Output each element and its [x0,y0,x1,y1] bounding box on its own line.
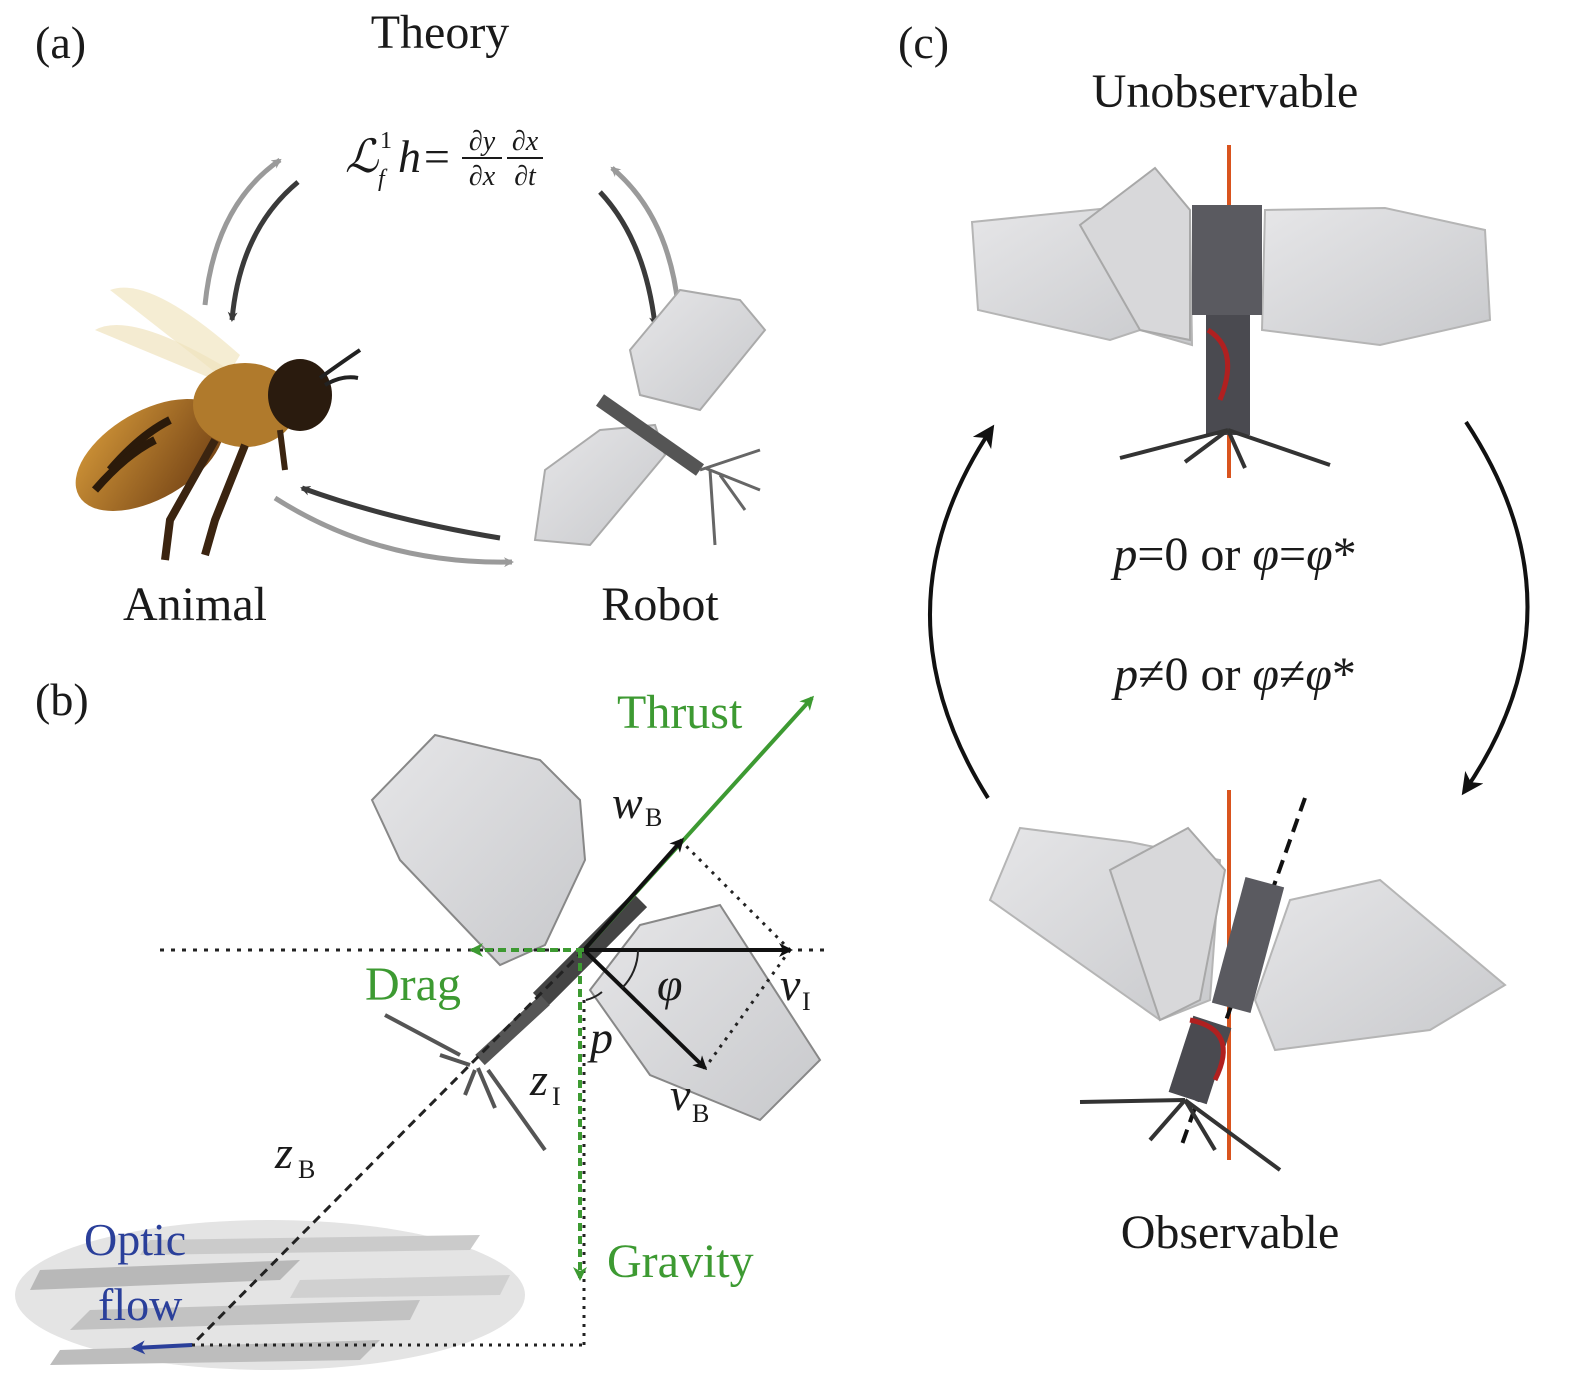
bee-image [75,287,362,561]
p-symbol: p [587,1012,613,1063]
unobservable-label: Unobservable [1092,65,1359,118]
ground-texture [15,1220,525,1370]
optic-flow-vector [131,1340,193,1355]
fraction2-denominator: ∂t [514,161,537,192]
fraction1-denominator: ∂x [469,161,496,192]
optic-label: Optic [84,1214,186,1265]
cycle-arrows [202,157,681,568]
robot-label: Robot [601,578,719,631]
zi-subscript: I [552,1082,561,1111]
gravity-label: Gravity [607,1235,754,1288]
wb-vector [582,837,684,952]
theory-label: Theory [371,6,510,59]
condition-observable: p≠0 or φ≠φ* [1111,648,1356,701]
robot-observable-image [988,790,1507,1172]
zb-symbol: z [274,1127,293,1178]
wb-symbol: w [612,777,643,828]
robot-to-theory-arrow [610,166,681,306]
vb-projection [703,949,792,1069]
robot-unobservable-image [970,145,1492,478]
observability-equation: ℒ f 1 h= ∂y ∂x ∂x ∂t [345,126,543,192]
phi-angle-arc [621,949,639,989]
lie-superscript: 1 [380,128,392,154]
wb-subscript: B [645,803,662,832]
drag-label: Drag [365,958,461,1011]
p-angle-arc [585,991,603,1001]
condition-unobservable: p=0 or φ=φ* [1110,528,1356,581]
thrust-label: Thrust [617,686,743,739]
lie-symbol: ℒ [345,131,379,182]
robot-image [533,288,767,547]
panel-b: (b) [15,674,825,1370]
panel-a-label: (a) [35,17,86,68]
panel-a: (a) Theory ℒ f 1 h= ∂y ∂x ∂x ∂t [35,6,767,631]
robot-body-diagram [370,733,822,1152]
robot-to-animal-arrow [300,485,501,541]
theory-to-animal-arrow [227,180,300,322]
to-observable-arrow [1461,420,1530,796]
animal-to-theory-arrow [202,157,282,306]
panel-b-label: (b) [35,674,89,725]
fraction1-numerator: ∂y [469,126,496,157]
h-equals: h= [398,131,452,182]
zi-symbol: z [529,1054,548,1105]
fraction2-numerator: ∂x [512,126,539,157]
animal-to-robot-arrow [273,495,514,568]
panel-c-label: (c) [898,17,949,68]
vb-symbol: v [670,1069,691,1120]
flow-label: flow [98,1279,183,1330]
lie-subscript: f [378,166,388,192]
zb-subscript: B [298,1155,315,1184]
vb-subscript: B [692,1099,709,1128]
panel-c: (c) Unobservable p=0 or φ=φ* p≠0 or φ≠φ* [898,17,1530,1259]
zb-axis [190,948,586,1347]
vi-symbol: v [780,959,801,1010]
vb-vector [582,948,708,1071]
animal-label: Animal [123,578,267,631]
phi-symbol: φ [657,959,682,1010]
to-unobservable-arrow [928,424,995,800]
theory-to-robot-arrow [598,190,660,327]
vi-subscript: I [802,987,811,1016]
observable-label: Observable [1121,1206,1340,1259]
